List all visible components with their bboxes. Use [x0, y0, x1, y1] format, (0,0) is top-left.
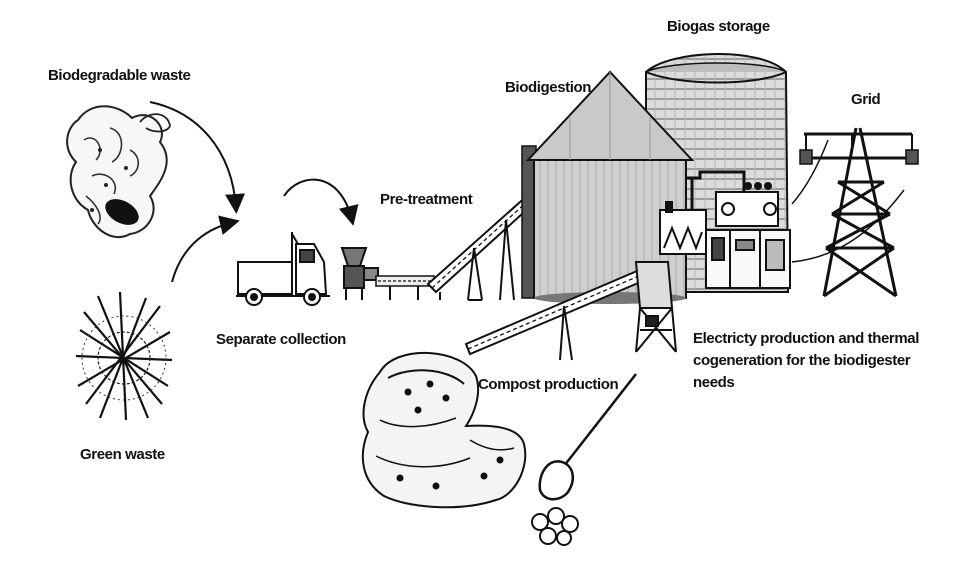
arrow-collection-to-pretreatment	[283, 178, 359, 226]
cogeneration-unit-icon	[659, 170, 791, 289]
label-biodegradable-waste: Biodegradable waste	[48, 67, 191, 84]
collection-truck-icon	[236, 232, 330, 306]
label-biodigestion: Biodigestion	[505, 79, 592, 96]
shovel-icon	[538, 373, 637, 501]
label-separate-collection: Separate collection	[216, 331, 346, 348]
arrow-greenwaste-to-collection	[171, 215, 240, 283]
label-electricity-production: Electricty production and thermal cogene…	[693, 330, 920, 391]
power-pylon-icon	[799, 127, 919, 298]
label-green-waste: Green waste	[80, 446, 165, 463]
label-compost-production: Compost production	[478, 376, 619, 393]
label-biogas-storage: Biogas storage	[667, 18, 770, 35]
label-pre-treatment: Pre-treatment	[380, 191, 473, 208]
compost-conveyor-icon	[464, 261, 677, 361]
label-grid: Grid	[851, 91, 881, 108]
pre-treatment-machine-icon	[340, 247, 435, 300]
arrow-biowaste-to-collection	[149, 101, 246, 214]
compost-heap-small-icon	[531, 507, 579, 546]
grid-connection-line	[791, 189, 905, 263]
compost-pile-icon	[361, 352, 527, 509]
biodegradable-waste-icon	[66, 105, 171, 239]
grid-connection-line-upper	[791, 139, 829, 205]
green-waste-icon	[75, 291, 173, 421]
